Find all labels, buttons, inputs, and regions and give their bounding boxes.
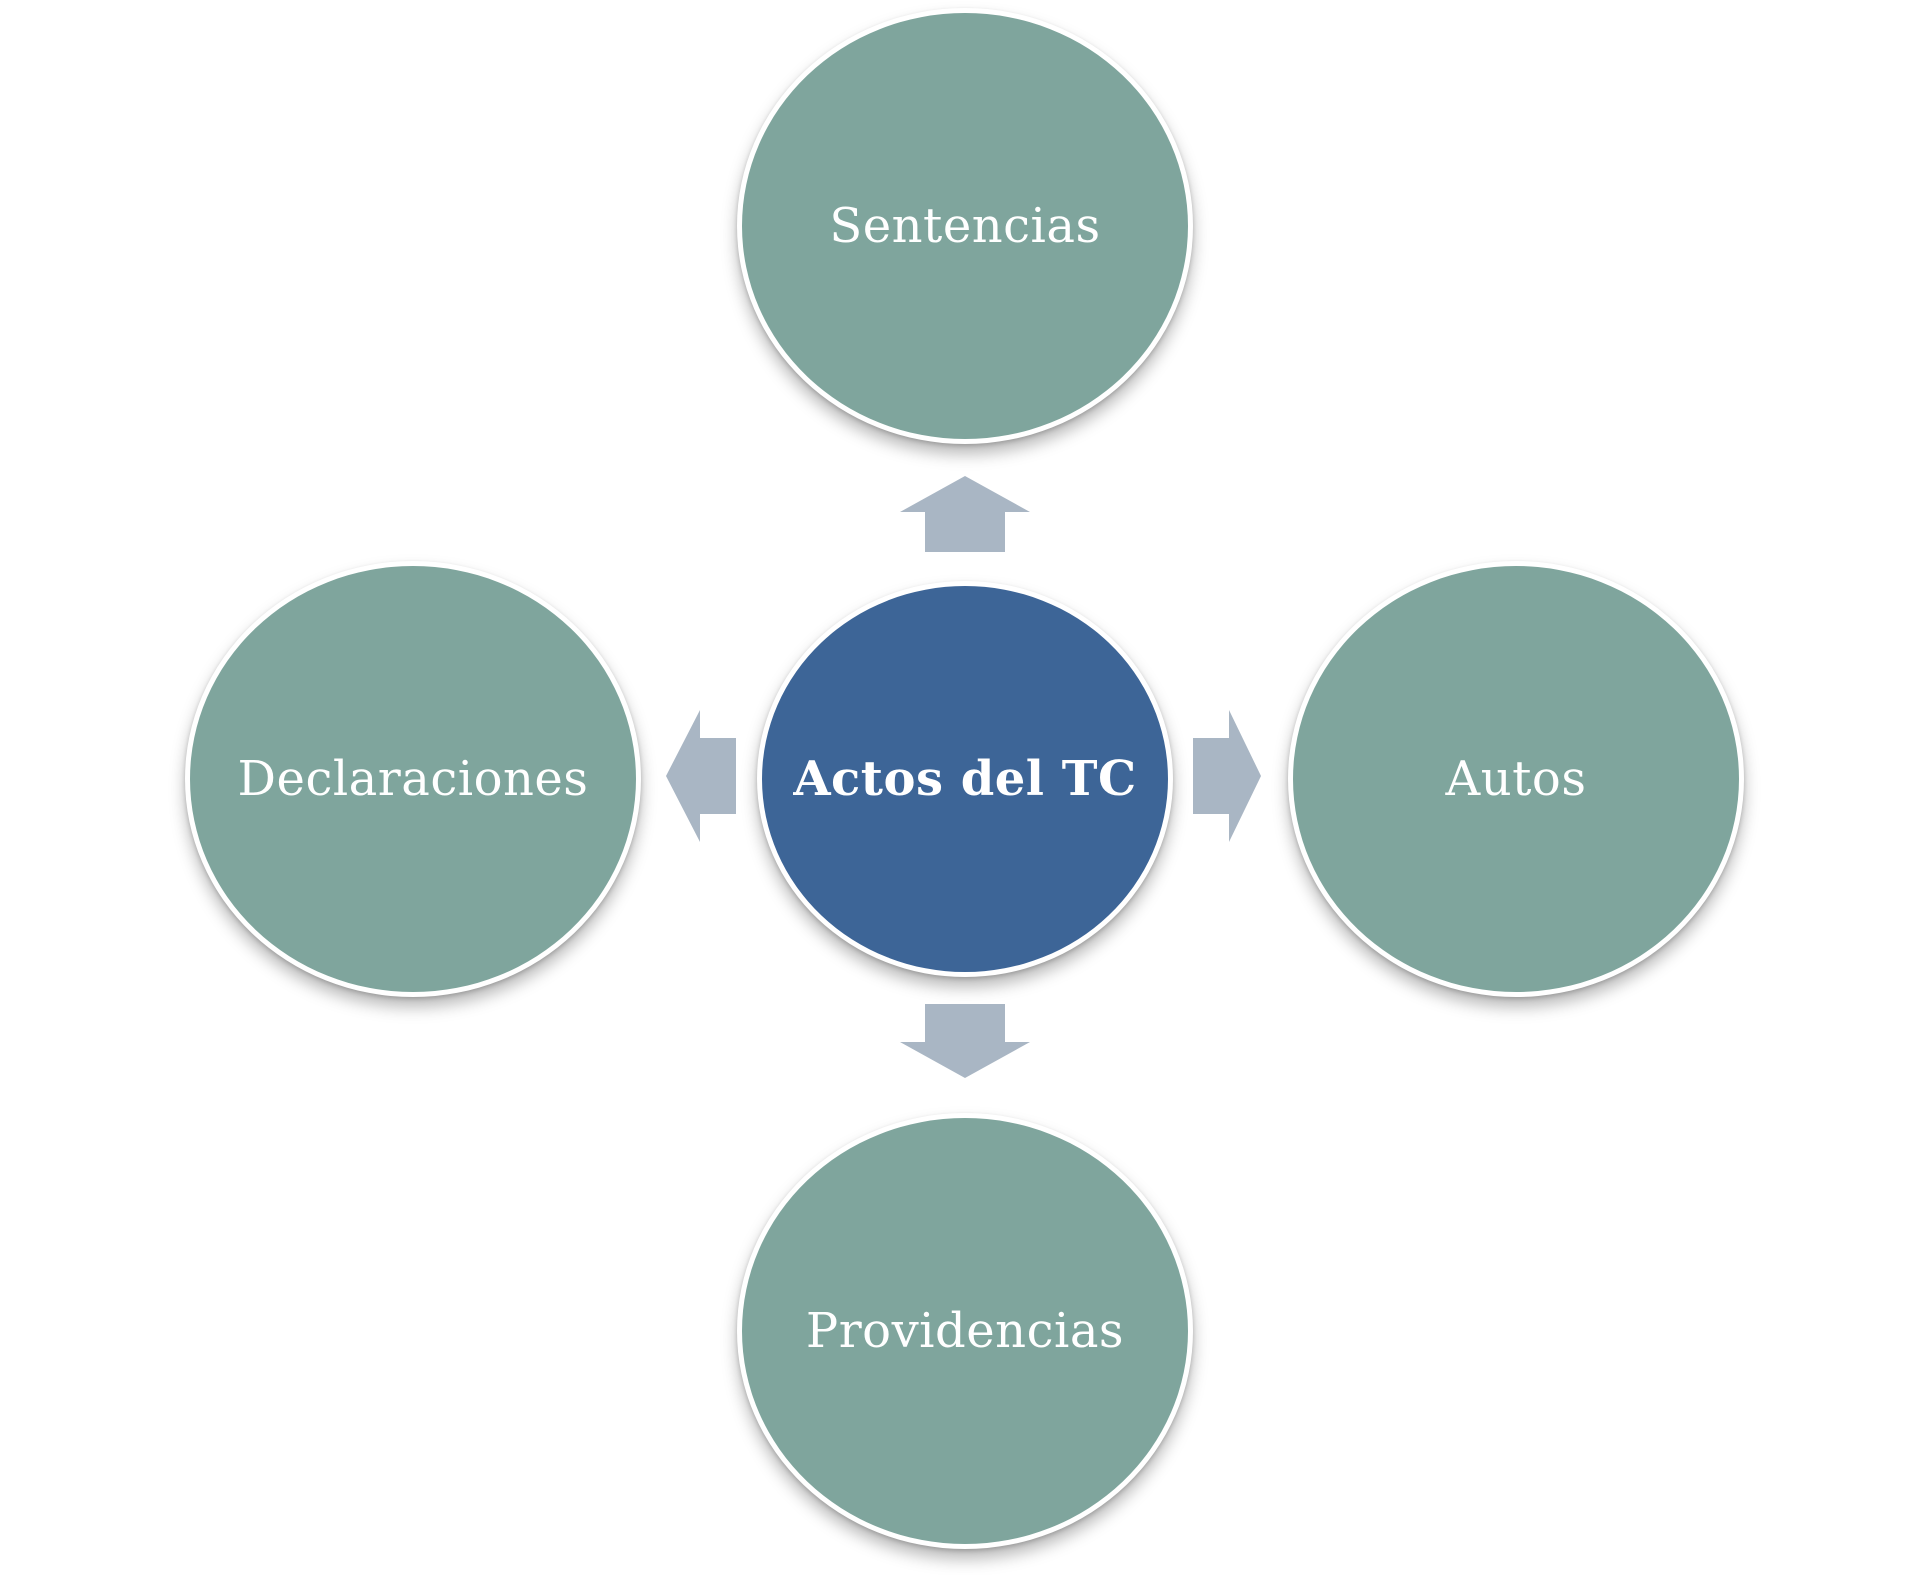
arrow-left-icon xyxy=(666,710,736,842)
node-declaraciones-label: Declaraciones xyxy=(237,751,589,807)
node-autos-label: Autos xyxy=(1445,751,1587,807)
node-actos-del-tc: Actos del TC xyxy=(757,581,1173,977)
node-autos: Autos xyxy=(1288,561,1744,997)
node-providencias: Providencias xyxy=(737,1113,1193,1549)
node-actos-del-tc-label: Actos del TC xyxy=(793,751,1137,807)
arrow-down-icon xyxy=(900,1004,1030,1078)
arrow-up-icon xyxy=(900,476,1030,552)
arrow-right-icon xyxy=(1193,710,1261,842)
node-providencias-label: Providencias xyxy=(805,1303,1125,1359)
node-sentencias: Sentencias xyxy=(737,8,1193,444)
node-declaraciones: Declaraciones xyxy=(185,561,641,997)
node-sentencias-label: Sentencias xyxy=(829,198,1101,254)
